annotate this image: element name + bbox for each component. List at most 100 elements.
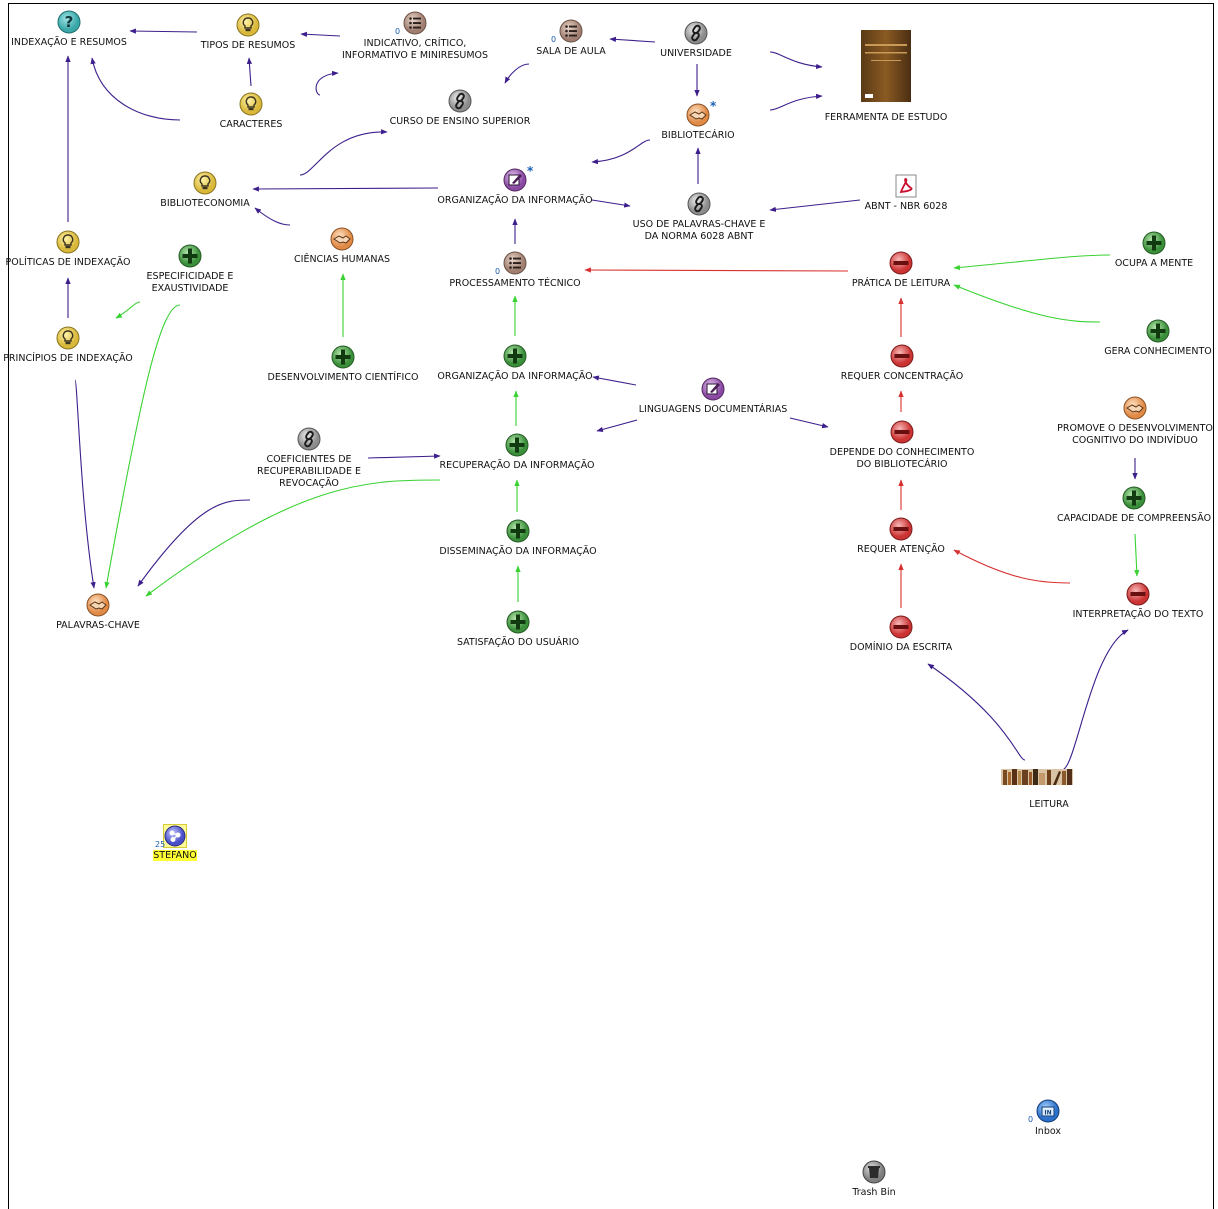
minus-icon[interactable]	[889, 615, 913, 639]
list-icon[interactable]	[503, 251, 527, 275]
link-universidade-to-ferramenta[interactable]	[769, 51, 823, 70]
node-label[interactable]: BIBLIOTECÁRIO	[568, 130, 828, 142]
minus-icon[interactable]	[889, 251, 913, 275]
link-sala-to-curso[interactable]	[504, 63, 530, 84]
node-label[interactable]: OCUPA A MENTE	[1024, 258, 1218, 270]
link-linguagens-to-org2[interactable]	[592, 375, 637, 386]
node-label[interactable]: REQUER CONCENTRAÇÃO	[772, 371, 1032, 383]
plus-icon[interactable]	[331, 345, 355, 369]
link-gera-to-pratica[interactable]	[953, 284, 1101, 323]
plus-icon[interactable]	[506, 610, 530, 634]
lightbulb-icon[interactable]	[239, 92, 263, 116]
link-icon[interactable]	[297, 427, 321, 451]
node-label[interactable]: COEFICIENTES DE RECUPERABILIDADE E REVOC…	[179, 454, 439, 490]
link-leitura-to-interpretacao[interactable]	[1061, 629, 1129, 771]
plus-icon[interactable]	[506, 519, 530, 543]
node-label[interactable]: TIPOS DE RESUMOS	[118, 40, 378, 52]
link-pratica-to-processamento[interactable]	[584, 267, 849, 273]
link-universidade-to-sala[interactable]	[609, 36, 656, 43]
handshake-icon[interactable]	[1123, 396, 1147, 420]
link-indicativo-to-tipos[interactable]	[300, 31, 341, 37]
link-capacidade-to-interpretacao[interactable]	[1134, 533, 1140, 577]
link-org1-to-biblioteconomia[interactable]	[252, 186, 439, 192]
link-recuperacao-to-palavras[interactable]	[145, 479, 441, 597]
node-label[interactable]: DEPENDE DO CONHECIMENTO DO BIBLIOTECÁRIO	[772, 447, 1032, 471]
node-label[interactable]: DESENVOLVIMENTO CIENTÍFICO	[213, 372, 473, 384]
node-label[interactable]: INTERPRETAÇÃO DO TEXTO	[1008, 609, 1218, 621]
minus-icon[interactable]	[1126, 582, 1150, 606]
node-label[interactable]: LEITURA	[919, 799, 1179, 811]
minus-icon[interactable]	[890, 420, 914, 444]
node-label[interactable]: ORGANIZAÇÃO DA INFORMAÇÃO	[385, 195, 645, 207]
node-label[interactable]: LINGUAGENS DOCUMENTÁRIAS	[583, 404, 843, 416]
node-label[interactable]: PRÁTICA DE LEITURA	[771, 278, 1031, 290]
node-label[interactable]: Trash Bin	[744, 1187, 1004, 1199]
handshake-icon[interactable]	[686, 103, 710, 127]
link-org1-to-uso[interactable]	[591, 199, 631, 208]
plus-icon[interactable]	[505, 433, 529, 457]
book-cover-image[interactable]	[861, 30, 911, 102]
node-label[interactable]: ABNT - NBR 6028	[776, 201, 1036, 213]
pencil-icon[interactable]	[503, 168, 527, 192]
list-icon[interactable]	[559, 19, 583, 43]
node-label[interactable]: DISSEMINAÇÃO DA INFORMAÇÃO	[388, 546, 648, 558]
books-image[interactable]	[1001, 769, 1073, 799]
node-label[interactable]: Inbox	[918, 1126, 1178, 1138]
node-label[interactable]: PROCESSAMENTO TÉCNICO	[385, 278, 645, 290]
link-interpretacao-to-requer_at[interactable]	[953, 549, 1071, 584]
node-label[interactable]: BIBLIOTECONOMIA	[75, 198, 335, 210]
handshake-icon[interactable]	[330, 227, 354, 251]
node-label[interactable]: INDEXAÇÃO E RESUMOS	[0, 37, 199, 49]
node-label[interactable]: CURSO DE ENSINO SUPERIOR	[330, 116, 590, 128]
node-label[interactable]: GERA CONHECIMENTO	[1028, 346, 1218, 358]
link-bibliotecario-to-org1[interactable]	[591, 139, 651, 165]
link-ciencias-to-biblioteconomia[interactable]	[254, 207, 291, 226]
map-icon[interactable]	[163, 824, 187, 848]
node-label[interactable]: REQUER ATENÇÃO	[771, 544, 1031, 556]
pdf-icon[interactable]	[894, 174, 918, 198]
node-label[interactable]: SALA DE AULA	[441, 46, 701, 58]
node-label[interactable]: INDICATIVO, CRÍTICO, INFORMATIVO E MINIR…	[285, 38, 545, 62]
node-label[interactable]: PROMOVE O DESENVOLVIMENTO COGNITIVO DO I…	[1005, 423, 1218, 447]
node-label[interactable]: DOMÍNIO DA ESCRITA	[771, 642, 1031, 654]
link-biblioteconomia-to-curso[interactable]	[299, 129, 388, 176]
node-label[interactable]: USO DE PALAVRAS-CHAVE E DA NORMA 6028 AB…	[569, 219, 829, 243]
link-icon[interactable]	[687, 192, 711, 216]
node-label[interactable]: FERRAMENTA DE ESTUDO	[756, 112, 1016, 124]
node-label[interactable]: ORGANIZAÇÃO DA INFORMAÇÃO	[385, 371, 645, 383]
link-especificidade-to-principios[interactable]	[115, 301, 141, 319]
link-abnt-to-uso[interactable]	[769, 199, 861, 212]
link-caracteres-to-indicativo[interactable]	[315, 70, 339, 96]
node-label[interactable]: STEFANO	[45, 850, 305, 862]
link-caracteres-to-tipos[interactable]	[246, 57, 253, 87]
link-linguagens-to-recuperacao[interactable]	[596, 419, 638, 432]
link-bibliotecario-to-ferramenta[interactable]	[769, 93, 823, 111]
node-label[interactable]: SATISFAÇÃO DO USUÁRIO	[388, 637, 648, 649]
lightbulb-icon[interactable]	[236, 13, 260, 37]
question-icon[interactable]: ?	[57, 10, 81, 34]
plus-icon[interactable]	[1142, 231, 1166, 255]
node-label[interactable]: POLÍTICAS DE INDEXAÇÃO	[0, 257, 198, 269]
link-leitura-to-dominio[interactable]	[927, 663, 1026, 761]
link-linguagens-to-depende[interactable]	[789, 417, 829, 429]
node-label[interactable]: CAPACIDADE DE COMPREENSÃO	[1004, 513, 1218, 525]
node-label[interactable]: CIÊNCIAS HUMANAS	[212, 254, 472, 266]
link-biblioteconomia-to-indexacao[interactable]	[90, 57, 181, 121]
node-label[interactable]: ESPECIFICIDADE E EXAUSTIVIDADE	[60, 271, 320, 295]
link-icon[interactable]	[448, 89, 472, 113]
minus-icon[interactable]	[889, 517, 913, 541]
link-icon[interactable]	[684, 21, 708, 45]
node-label[interactable]: CARACTERES	[121, 119, 381, 131]
node-label[interactable]: PALAVRAS-CHAVE	[0, 620, 228, 632]
plus-icon[interactable]	[503, 344, 527, 368]
plus-icon[interactable]	[1146, 319, 1170, 343]
link-tipos-to-indexacao[interactable]	[129, 28, 198, 34]
trash-icon[interactable]	[862, 1160, 886, 1184]
list-icon[interactable]	[403, 11, 427, 35]
link-coeficientes-to-palavras[interactable]	[137, 499, 251, 587]
node-label[interactable]: UNIVERSIDADE	[566, 48, 826, 60]
node-label[interactable]: PRINCÍPIOS DE INDEXAÇÃO	[0, 353, 198, 365]
link-especificidade-to-palavras[interactable]	[104, 304, 181, 589]
node-label[interactable]: RECUPERAÇÃO DA INFORMAÇÃO	[387, 460, 647, 472]
lightbulb-icon[interactable]	[193, 171, 217, 195]
